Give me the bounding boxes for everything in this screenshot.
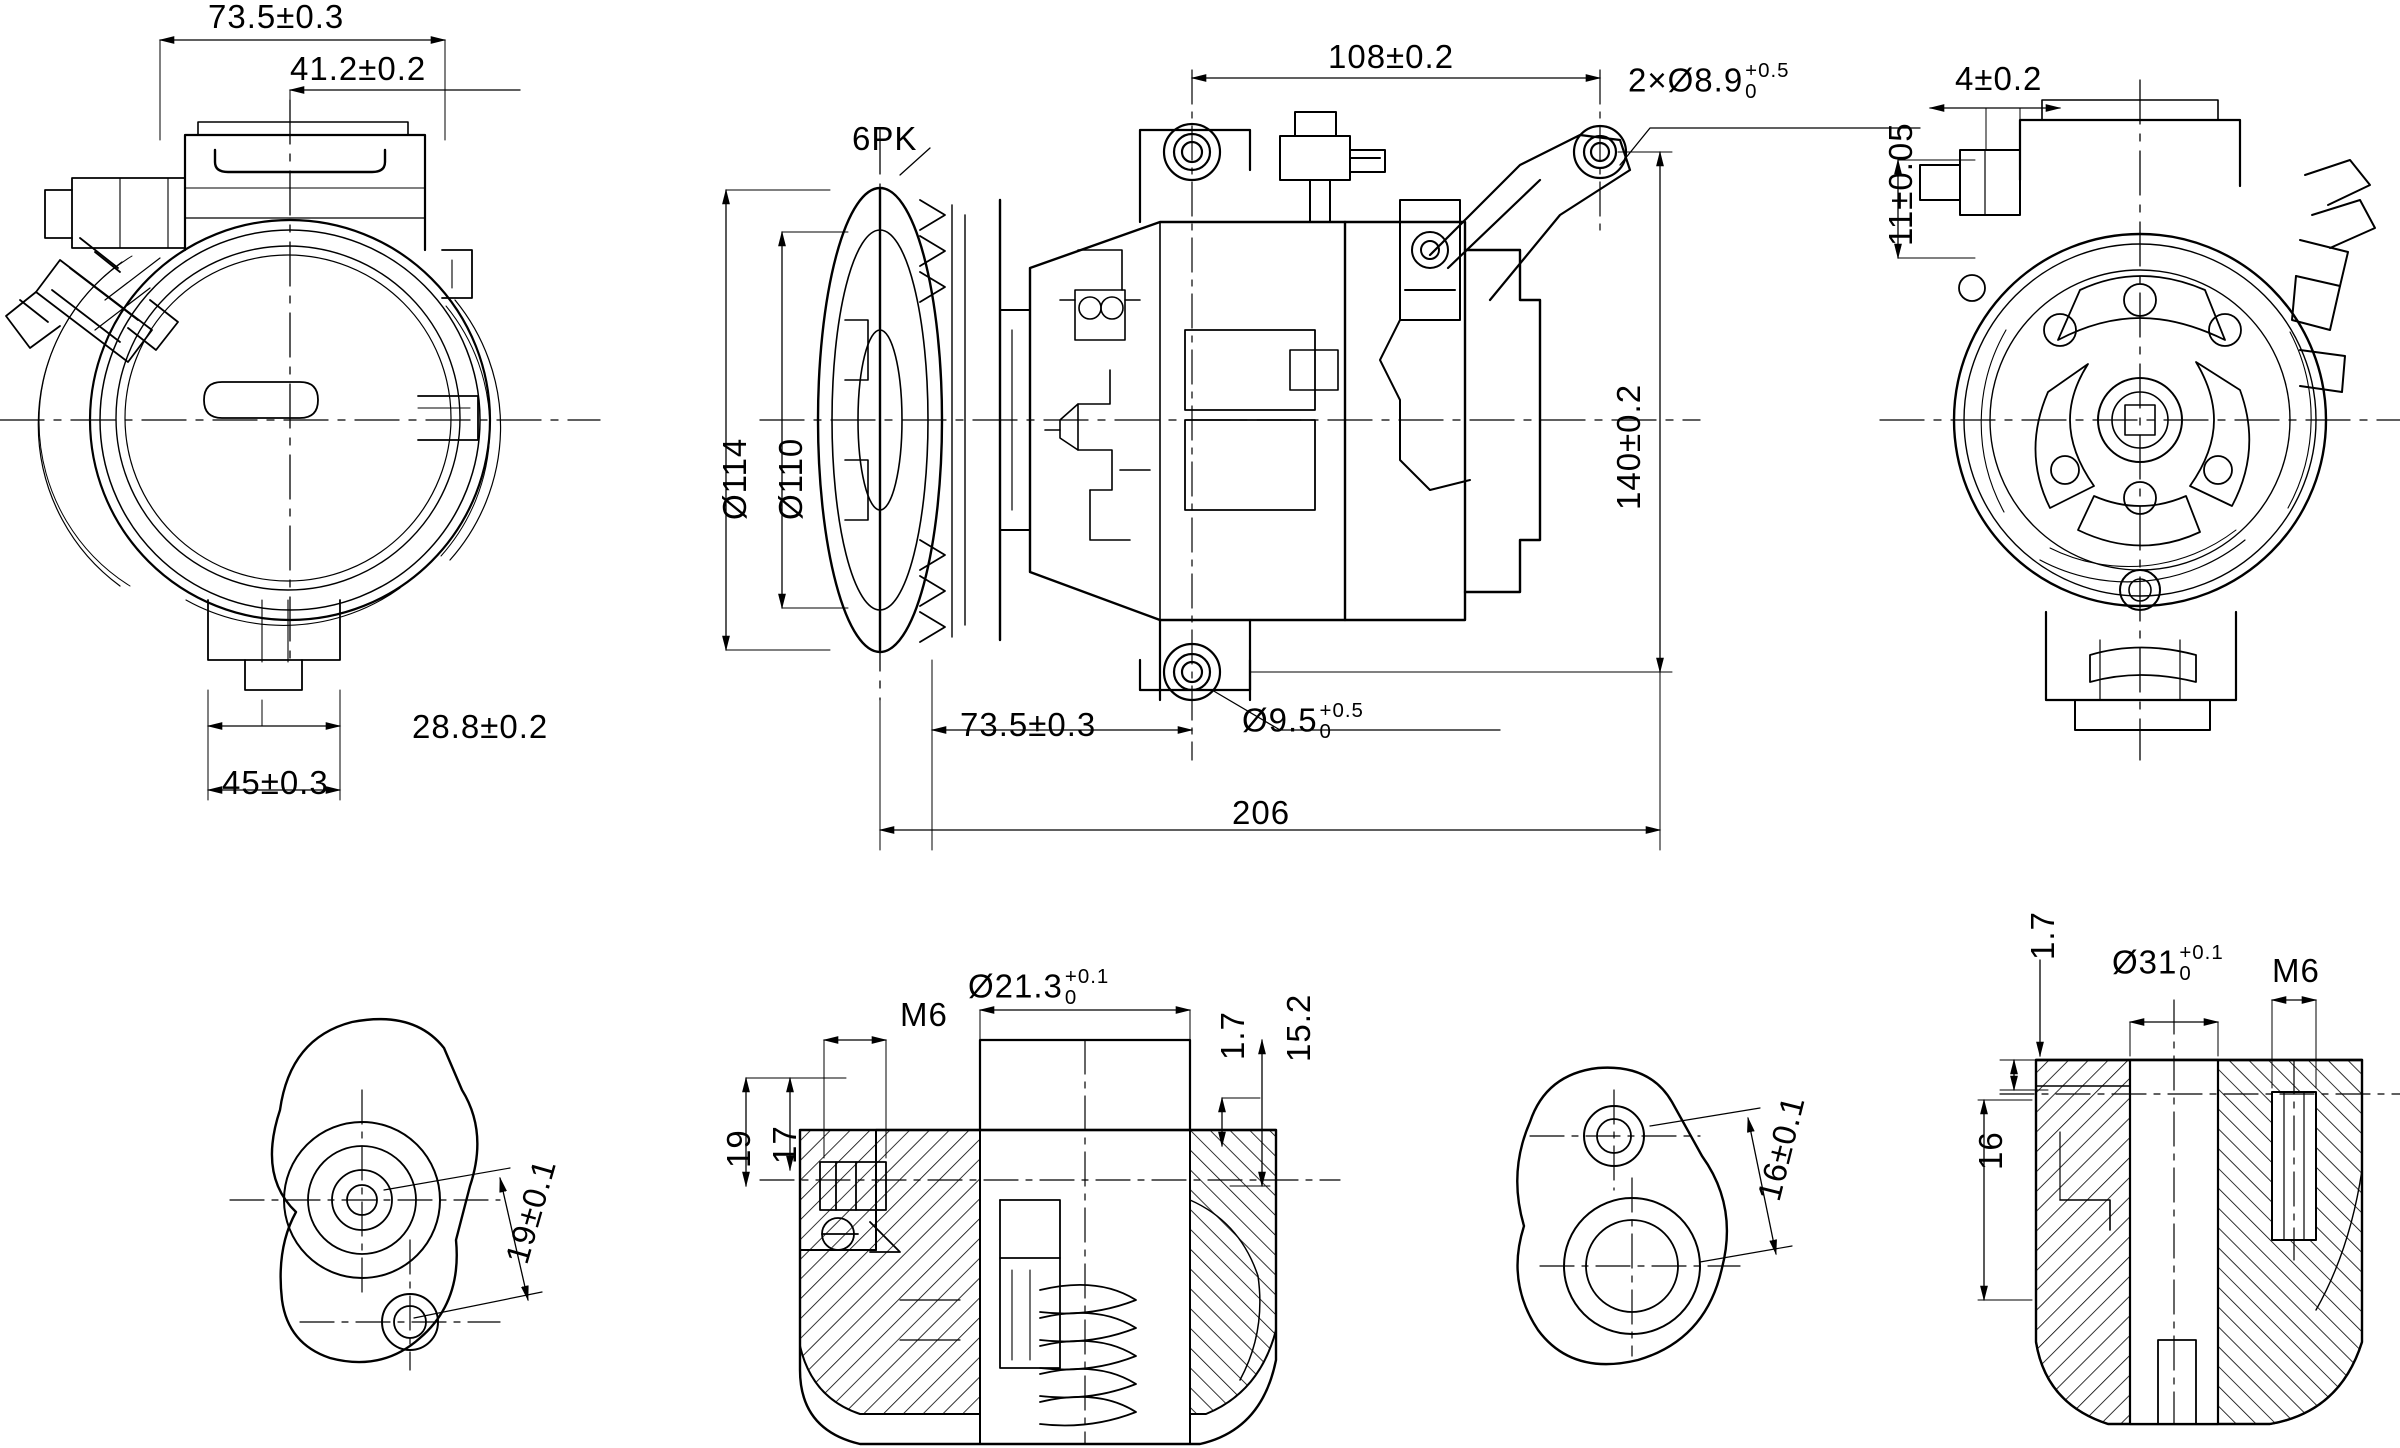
dim-label-m6-left: M6	[900, 996, 948, 1033]
tol-upper-31: +0.1	[2179, 941, 2224, 964]
view-rear-right	[1879, 79, 2400, 761]
view-front-left	[0, 36, 601, 801]
dim-label-108: 108±0.2	[1328, 38, 1455, 75]
dim-label-dia-110: Ø110	[772, 437, 809, 520]
tol-lower-21-3: 0	[1064, 985, 1078, 1009]
tol-lower-9-5: 0	[1319, 719, 1332, 743]
dim-label-16-right: 16	[1972, 1131, 2009, 1170]
view-side-main	[722, 69, 1921, 851]
dim-label-206: 206	[1232, 794, 1291, 831]
dim-label-73-5-bottom: 73.5±0.3	[960, 706, 1097, 743]
dim-label-19: 19	[720, 1129, 757, 1168]
dim-label-73-5-top-left: 73.5±0.3	[208, 0, 345, 35]
tol-lower-31: 0	[2179, 961, 2192, 985]
dim-label-11: 11±0.05	[1882, 122, 1919, 246]
dim-label-4: 4±0.2	[1955, 60, 2043, 97]
dim-label-15-2: 15.2	[1280, 993, 1317, 1062]
tol-upper-8-9: +0.5	[1745, 59, 1790, 82]
dim-label-41-2: 41.2±0.2	[290, 50, 427, 87]
dim-value-dia-21-3: Ø21.3	[968, 967, 1063, 1005]
dim-value-dia-9-5: Ø9.5	[1242, 701, 1318, 739]
dim-label-28-8: 28.8±0.2	[412, 708, 549, 745]
detail-mount-lug	[229, 1017, 543, 1371]
dim-value-2x-dia-8-9: 2×Ø8.9	[1628, 61, 1744, 99]
tol-upper-21-3: +0.1	[1064, 965, 1110, 988]
tol-upper-9-5: +0.5	[1319, 699, 1364, 722]
detail-bracket-ear	[1516, 1066, 1793, 1366]
dim-label-m6-right: M6	[2272, 952, 2320, 989]
dim-label-17: 17	[766, 1125, 803, 1164]
dim-label-45: 45±0.3	[222, 764, 329, 801]
dim-label-6pk: 6PK	[852, 120, 918, 157]
dim-value-dia-31: Ø31	[2112, 943, 2178, 981]
dim-label-140: 140±0.2	[1610, 383, 1647, 510]
detail-port-section	[742, 1006, 1341, 1446]
detail-port-section-right	[1977, 959, 2400, 1426]
tol-lower-8-9: 0	[1745, 79, 1758, 103]
dim-label-dia-114: Ø114	[716, 437, 753, 520]
dim-label-1-7-right: 1.7	[2024, 911, 2061, 960]
dim-label-1-7: 1.7	[1214, 1011, 1251, 1060]
